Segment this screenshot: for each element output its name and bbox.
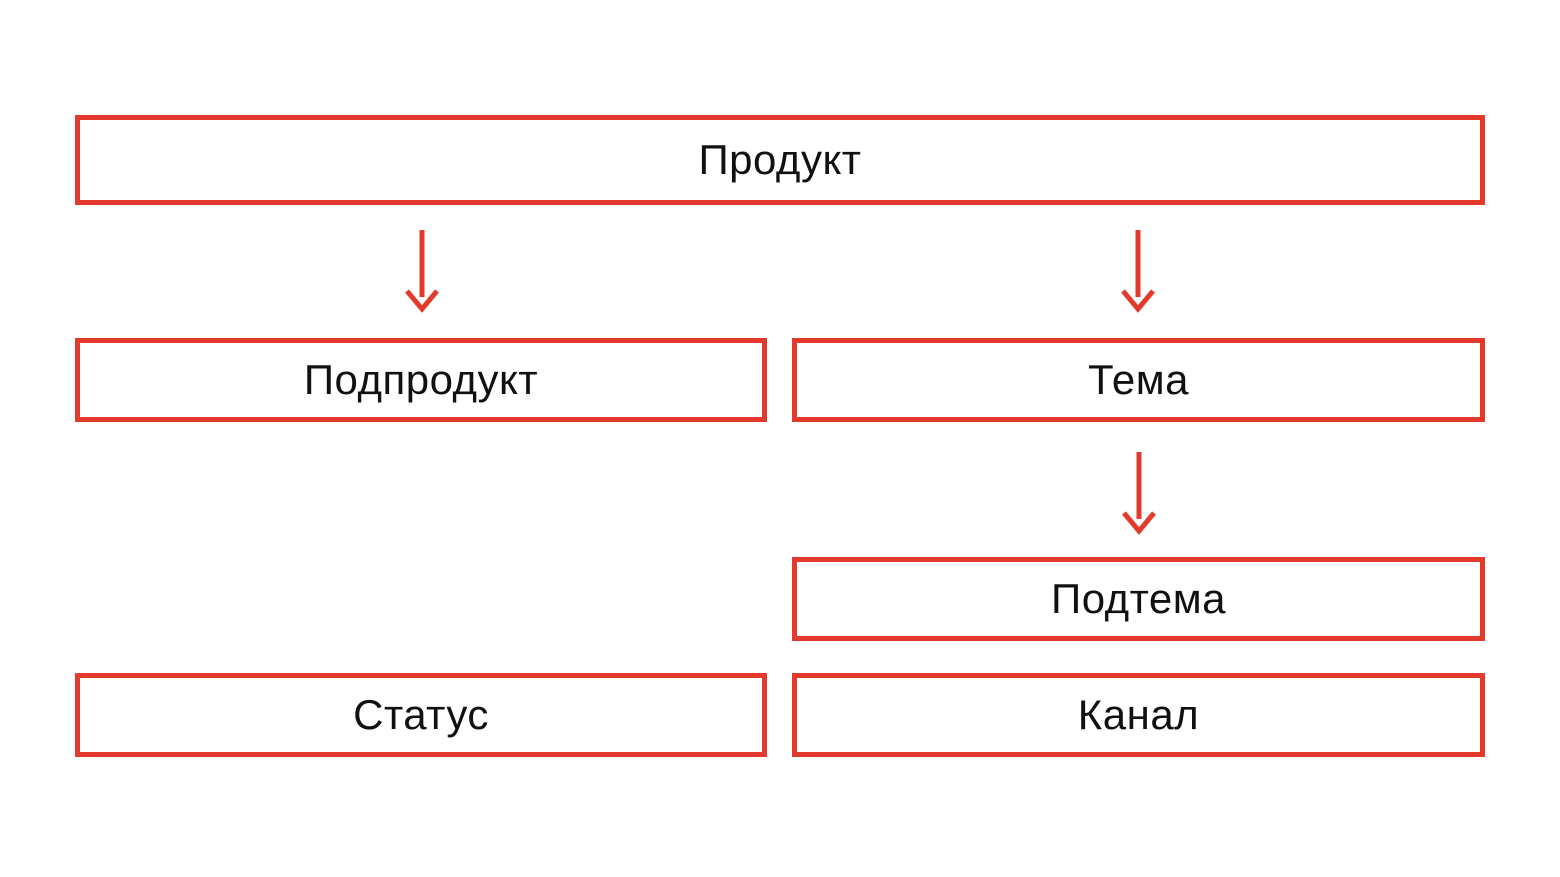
arrow-down-icon [1118,229,1158,313]
node-theme: Тема [792,338,1485,422]
node-channel: Канал [792,673,1485,757]
node-subtheme: Подтема [792,557,1485,641]
arrow-down-icon [1119,451,1159,535]
node-status: Статус [75,673,767,757]
node-subproduct: Подпродукт [75,338,767,422]
node-product: Продукт [75,115,1485,205]
arrow-down-icon [402,229,442,313]
